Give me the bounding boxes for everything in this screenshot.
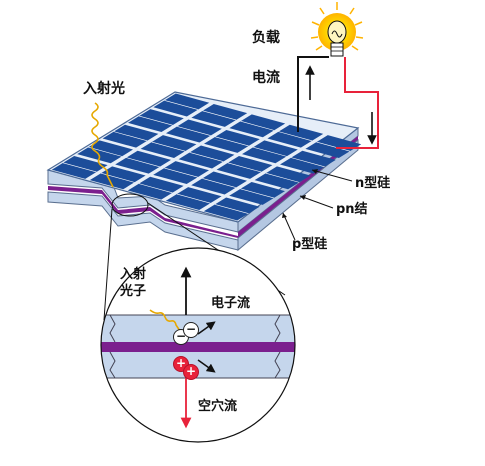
cell-gridline xyxy=(265,172,300,183)
hole-flow-label: 空穴流 xyxy=(198,399,238,414)
cell-gridline xyxy=(176,193,211,204)
external-circuit xyxy=(297,56,379,149)
zoom-left-break xyxy=(109,314,116,379)
cell-gridline xyxy=(227,162,262,173)
wire-red xyxy=(336,57,379,149)
cell-gridline xyxy=(177,126,211,136)
cell-gridline xyxy=(138,183,173,194)
cell-gridline xyxy=(202,110,237,121)
cell-gridline xyxy=(139,115,173,126)
cell-gridline xyxy=(240,120,275,131)
p-type-label: p型硅 xyxy=(292,237,328,252)
cell-gridline xyxy=(189,152,224,162)
cell-gridline xyxy=(164,167,198,178)
electron-flow-label: 电子流 xyxy=(211,296,251,311)
n-type-label: n型硅 xyxy=(355,176,391,191)
cell-gridline xyxy=(291,157,325,168)
zoom-junction xyxy=(101,342,295,352)
current-label: 电流 xyxy=(252,70,280,86)
panel-front-p-layer xyxy=(48,186,238,238)
cell-gridline xyxy=(126,157,160,168)
cell-gridline xyxy=(253,146,287,157)
incident-photon-label: 入射 光子 xyxy=(120,267,147,299)
cell-gridline xyxy=(278,131,313,142)
load-label: 负载 xyxy=(252,30,280,46)
solar-panel xyxy=(46,91,362,252)
hole-motion-arrow xyxy=(197,359,216,373)
incident-light-wave xyxy=(91,102,114,188)
zoom-detail xyxy=(100,247,296,443)
cell-grid xyxy=(51,93,362,221)
pointer-ends xyxy=(282,169,318,218)
cell-gridline xyxy=(215,136,249,147)
cell-gridline xyxy=(316,141,351,152)
incident-light-label: 入射光 xyxy=(83,81,125,97)
photon-wave xyxy=(149,309,181,332)
electron-motion-arrow xyxy=(197,321,216,335)
light-bulb-icon xyxy=(310,2,364,57)
panel-side-p-layer xyxy=(237,138,359,252)
hole-positive-icon: + xyxy=(183,364,199,380)
zoom-right-break xyxy=(274,314,281,379)
cell-gridline xyxy=(113,131,148,142)
cell-gridline xyxy=(240,188,274,199)
cell-gridline xyxy=(151,141,186,152)
cell-gridline xyxy=(202,178,236,188)
cell-gridline xyxy=(164,100,199,110)
cell-gridline xyxy=(214,204,249,214)
cell-gridline xyxy=(88,146,122,157)
layer-pointers xyxy=(282,169,353,241)
zoom-n-layer xyxy=(101,315,295,342)
zoom-p-layer xyxy=(101,352,295,378)
electron-negative-icon: − xyxy=(183,322,199,338)
cell-gridline xyxy=(62,162,97,173)
pn-junction-label: pn结 xyxy=(336,202,368,217)
wire-black xyxy=(297,56,329,132)
